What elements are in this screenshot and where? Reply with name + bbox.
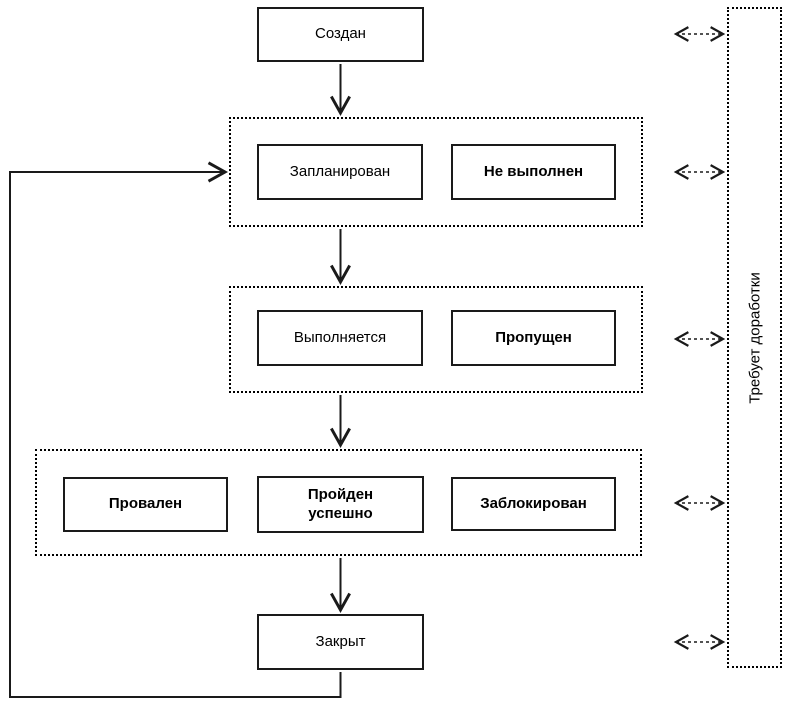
group-result-states	[35, 449, 642, 556]
node-skipped: Пропущен	[451, 310, 616, 366]
node-created-label: Создан	[315, 25, 366, 43]
node-blocked-label: Заблокирован	[480, 494, 587, 512]
node-planned-label: Запланирован	[289, 162, 391, 180]
group-planned-states	[229, 117, 643, 227]
arrow-closed-loop-to-planned-group	[9, 161, 342, 698]
node-created: Создан	[257, 7, 424, 62]
node-not-executed: Не выполнен	[451, 144, 616, 200]
node-not-executed-label: Не выполнен	[483, 162, 584, 180]
node-passed-label: Пройден успешно	[307, 485, 374, 522]
node-failed: Провален	[63, 477, 228, 532]
node-closed: Закрыт	[257, 614, 424, 670]
rework-panel-label: Требует доработки	[746, 271, 763, 404]
node-planned: Запланирован	[257, 144, 423, 200]
rework-panel: Требует доработки	[727, 7, 782, 668]
node-blocked: Заблокирован	[451, 477, 616, 531]
node-executing-label: Выполняется	[293, 328, 387, 346]
node-failed-label: Провален	[108, 495, 183, 513]
group-executing-states	[229, 286, 643, 393]
node-executing: Выполняется	[257, 310, 423, 366]
node-passed: Пройден успешно	[257, 476, 424, 533]
node-skipped-label: Пропущен	[495, 328, 572, 346]
node-closed-label: Закрыт	[315, 632, 366, 650]
